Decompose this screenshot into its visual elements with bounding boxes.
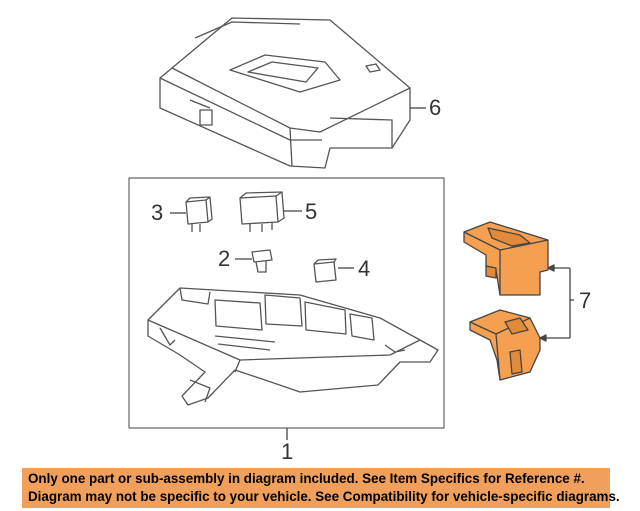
disclaimer-line-1: Only one part or sub-assembly in diagram…	[28, 471, 585, 486]
part-4-fuse[interactable]	[313, 258, 337, 283]
part-5-relay[interactable]	[239, 191, 285, 232]
parts-diagram	[128, 17, 574, 440]
part-2-fuse[interactable]	[251, 249, 273, 273]
disclaimer-line-2: Diagram may not be specific to your vehi…	[28, 489, 620, 504]
part-7-lower-bracket[interactable]	[469, 309, 541, 381]
callout-6: 6	[429, 95, 442, 120]
leader-7	[539, 264, 574, 342]
part-6-cover[interactable]	[159, 17, 411, 169]
callout-3: 3	[151, 200, 164, 225]
callout-1: 1	[281, 439, 294, 464]
part-3-mini-relay[interactable]	[185, 196, 213, 232]
part-1-junction-block[interactable]	[147, 287, 439, 406]
callout-4: 4	[358, 256, 371, 281]
callout-5: 5	[305, 199, 318, 224]
disclaimer-banner: Only one part or sub-assembly in diagram…	[22, 468, 620, 508]
callout-7: 7	[579, 288, 592, 313]
callout-2: 2	[218, 246, 231, 271]
part-7-upper-bracket[interactable]	[463, 221, 549, 296]
